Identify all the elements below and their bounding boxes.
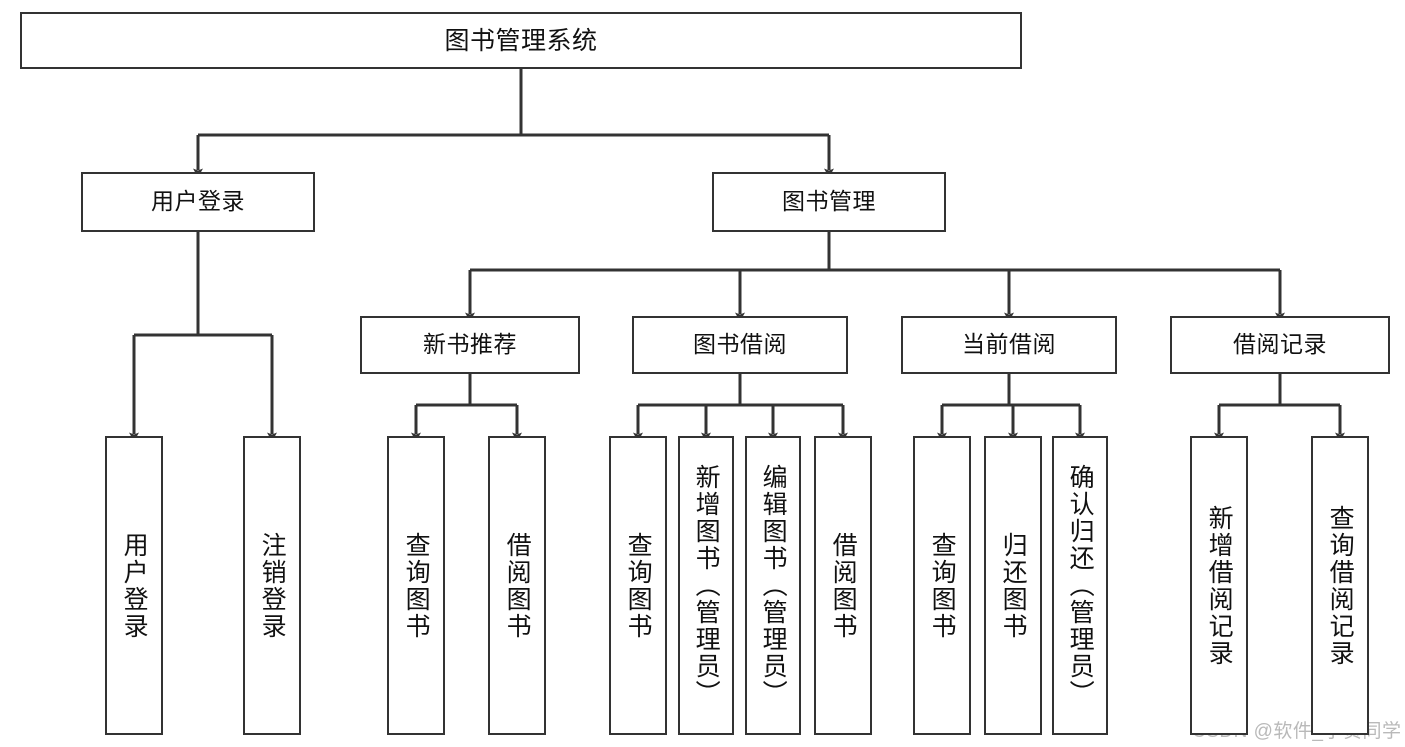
node-leaf-query-book-borrow[interactable]: 查询图书 [609, 436, 667, 735]
node-leaf-query-book-current[interactable]: 查询图书 [913, 436, 971, 735]
node-label: 新书推荐 [423, 331, 517, 358]
node-label: 图书借阅 [693, 331, 787, 358]
node-leaf-user-login[interactable]: 用户登录 [105, 436, 163, 735]
node-label: 用户登录 [120, 531, 149, 640]
node-leaf-add-borrow-record[interactable]: 新增借阅记录 [1190, 436, 1248, 735]
node-label: 图书管理系统 [444, 26, 598, 55]
node-root[interactable]: 图书管理系统 [20, 12, 1022, 69]
node-label: 新增借阅记录 [1205, 504, 1234, 667]
node-leaf-borrow-book-borrow[interactable]: 借阅图书 [814, 436, 872, 735]
node-leaf-query-book-recommend[interactable]: 查询图书 [387, 436, 445, 735]
node-book-manage[interactable]: 图书管理 [712, 172, 946, 232]
node-user-login[interactable]: 用户登录 [81, 172, 315, 232]
node-leaf-logout[interactable]: 注销登录 [243, 436, 301, 735]
node-label: 借阅图书 [503, 531, 532, 640]
node-label: 用户登录 [151, 188, 245, 215]
node-label: 确认归还（管理员） [1066, 464, 1095, 707]
node-label: 查询图书 [624, 531, 653, 640]
node-label: 编辑图书（管理员） [759, 464, 788, 707]
node-label: 归还图书 [999, 531, 1028, 640]
node-label: 当前借阅 [962, 331, 1056, 358]
node-new-book-recommend[interactable]: 新书推荐 [360, 316, 580, 374]
node-label: 注销登录 [258, 531, 287, 640]
node-leaf-edit-book-admin[interactable]: 编辑图书（管理员） [745, 436, 801, 735]
node-label: 借阅图书 [829, 531, 858, 640]
node-leaf-return-book[interactable]: 归还图书 [984, 436, 1042, 735]
node-leaf-borrow-book-recommend[interactable]: 借阅图书 [488, 436, 546, 735]
node-label: 图书管理 [782, 188, 876, 215]
node-book-borrow[interactable]: 图书借阅 [632, 316, 848, 374]
node-label: 借阅记录 [1233, 331, 1327, 358]
node-leaf-query-borrow-record[interactable]: 查询借阅记录 [1311, 436, 1369, 735]
node-borrow-record[interactable]: 借阅记录 [1170, 316, 1390, 374]
node-leaf-confirm-return-admin[interactable]: 确认归还（管理员） [1052, 436, 1108, 735]
node-current-borrow[interactable]: 当前借阅 [901, 316, 1117, 374]
node-label: 新增图书（管理员） [692, 464, 721, 707]
node-label: 查询图书 [402, 531, 431, 640]
node-label: 查询图书 [928, 531, 957, 640]
node-leaf-add-book-admin[interactable]: 新增图书（管理员） [678, 436, 734, 735]
node-label: 查询借阅记录 [1326, 504, 1355, 667]
